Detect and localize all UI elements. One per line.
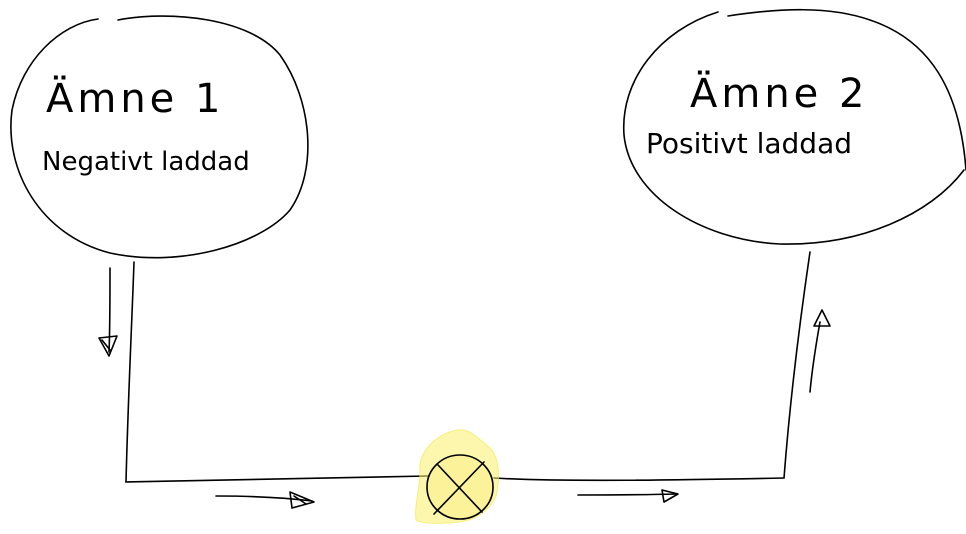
arrow-right-icon (577, 489, 679, 503)
substance-1-charge: Negativt laddad (42, 147, 250, 177)
circuit-wire (125, 251, 811, 483)
lamp-cross (433, 461, 485, 515)
arrow-up-icon (809, 309, 831, 393)
wire-right-up (783, 251, 811, 479)
substance-2-node: Ämne 2 Positivt laddad (623, 8, 966, 245)
substance-1-outline (10, 15, 309, 259)
substance-1-name: Ämne 1 (46, 74, 224, 122)
wire-bottom-left (125, 475, 429, 483)
substance-1-node: Ämne 1 Negativt laddad (10, 15, 309, 259)
substance-2-outline (623, 8, 966, 245)
lamp-icon (415, 429, 499, 524)
arrow-right-icon (215, 491, 315, 509)
substance-2-charge: Positivt laddad (646, 127, 852, 160)
wire-left-down (125, 261, 135, 483)
current-arrows (98, 267, 831, 509)
arrow-down-icon (98, 267, 118, 357)
substance-2-name: Ämne 2 (690, 69, 868, 117)
wire-bottom-right (493, 477, 785, 482)
